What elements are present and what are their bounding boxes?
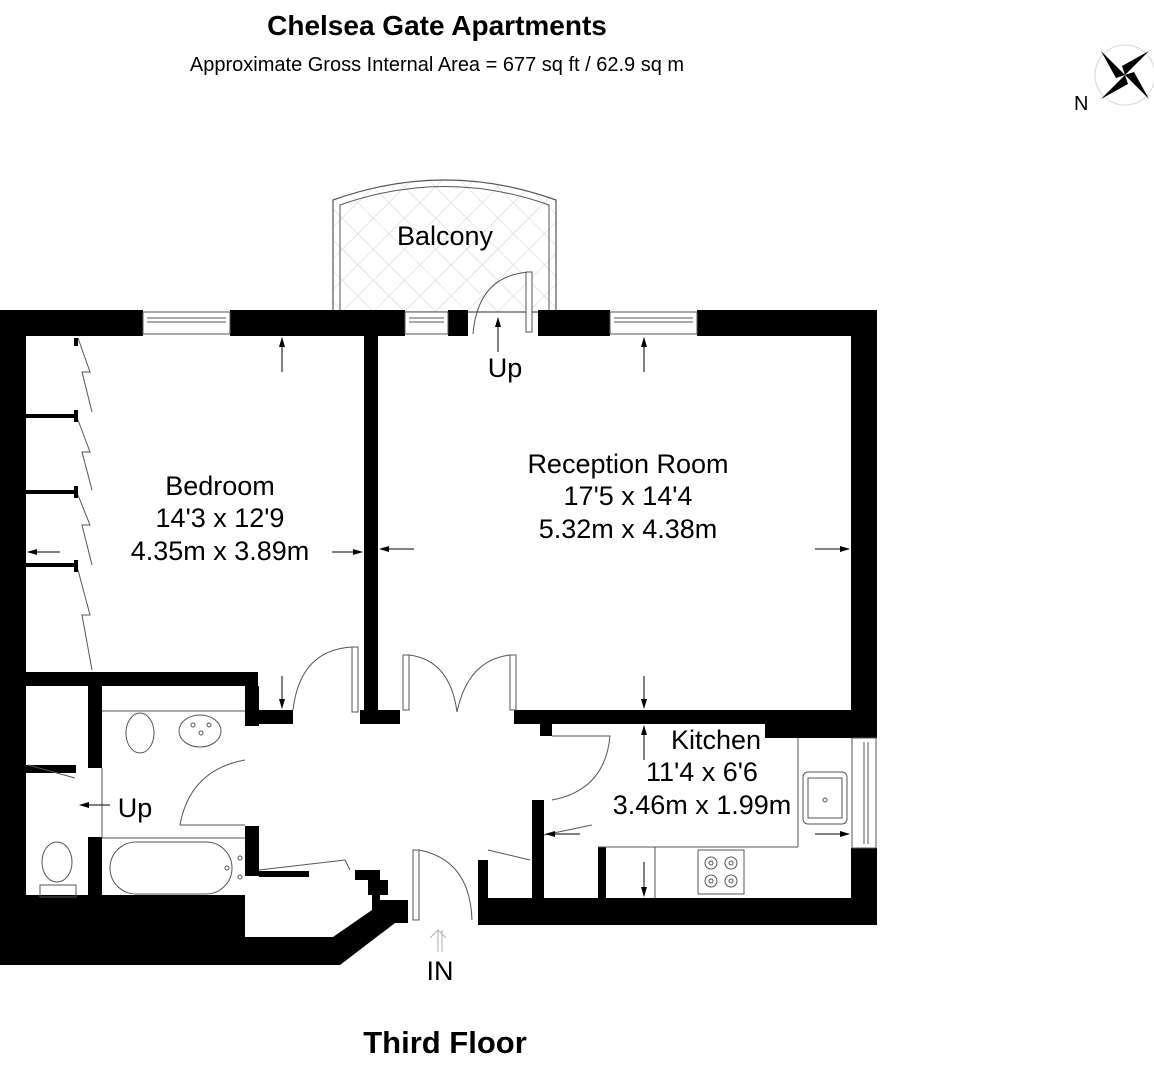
gross-area-subtitle: Approximate Gross Internal Area = 677 sq… bbox=[189, 54, 685, 76]
room-label-balcony: Balcony bbox=[375, 220, 515, 252]
room-dimensions-imperial: 17'5 x 14'4 bbox=[563, 481, 693, 512]
bathroom-fixtures bbox=[39, 710, 245, 898]
balcony-step-label: Up bbox=[487, 353, 523, 383]
room-name: Bedroom bbox=[165, 471, 275, 501]
compass-rose-icon bbox=[1094, 44, 1154, 106]
room-name: Reception Room bbox=[527, 449, 729, 479]
sink-icon bbox=[802, 771, 848, 825]
entrance-label: IN bbox=[426, 956, 454, 986]
toilet-icon bbox=[125, 712, 155, 754]
wardrobe bbox=[26, 337, 93, 671]
room-label-reception: Reception Room 17'5 x 14'4 5.32m x 4.38m bbox=[490, 448, 766, 545]
compass-north-label: N bbox=[1074, 93, 1089, 115]
basin-icon bbox=[178, 714, 222, 748]
toilet-icon bbox=[41, 841, 73, 883]
kitchen-fixtures bbox=[598, 738, 848, 898]
entrance-arrow-icon bbox=[429, 928, 447, 952]
room-dimensions-imperial: 11'4 x 6'6 bbox=[646, 757, 758, 788]
hob-icon bbox=[697, 849, 745, 895]
walls bbox=[0, 310, 877, 965]
room-name: Kitchen bbox=[670, 725, 762, 755]
room-dimensions-metric: 4.35m x 3.89m bbox=[130, 535, 310, 566]
room-dimensions-imperial: 14'3 x 12'9 bbox=[155, 503, 285, 534]
dimension-arrows bbox=[27, 317, 850, 897]
bathtub-icon bbox=[109, 841, 233, 895]
room-label-kitchen: Kitchen 11'4 x 6'6 3.46m x 1.99m bbox=[590, 724, 814, 821]
room-label-bedroom: Bedroom 14'3 x 12'9 4.35m x 3.89m bbox=[95, 470, 345, 567]
windows bbox=[142, 311, 877, 849]
floor-label: Third Floor bbox=[363, 1025, 527, 1060]
room-dimensions-metric: 5.32m x 4.38m bbox=[538, 513, 718, 544]
wc-step-label: Up bbox=[117, 793, 153, 823]
room-name: Balcony bbox=[396, 221, 494, 251]
balcony-area bbox=[332, 179, 557, 331]
room-dimensions-metric: 3.46m x 1.99m bbox=[612, 789, 792, 820]
plan-title: Chelsea Gate Apartments bbox=[267, 10, 607, 41]
